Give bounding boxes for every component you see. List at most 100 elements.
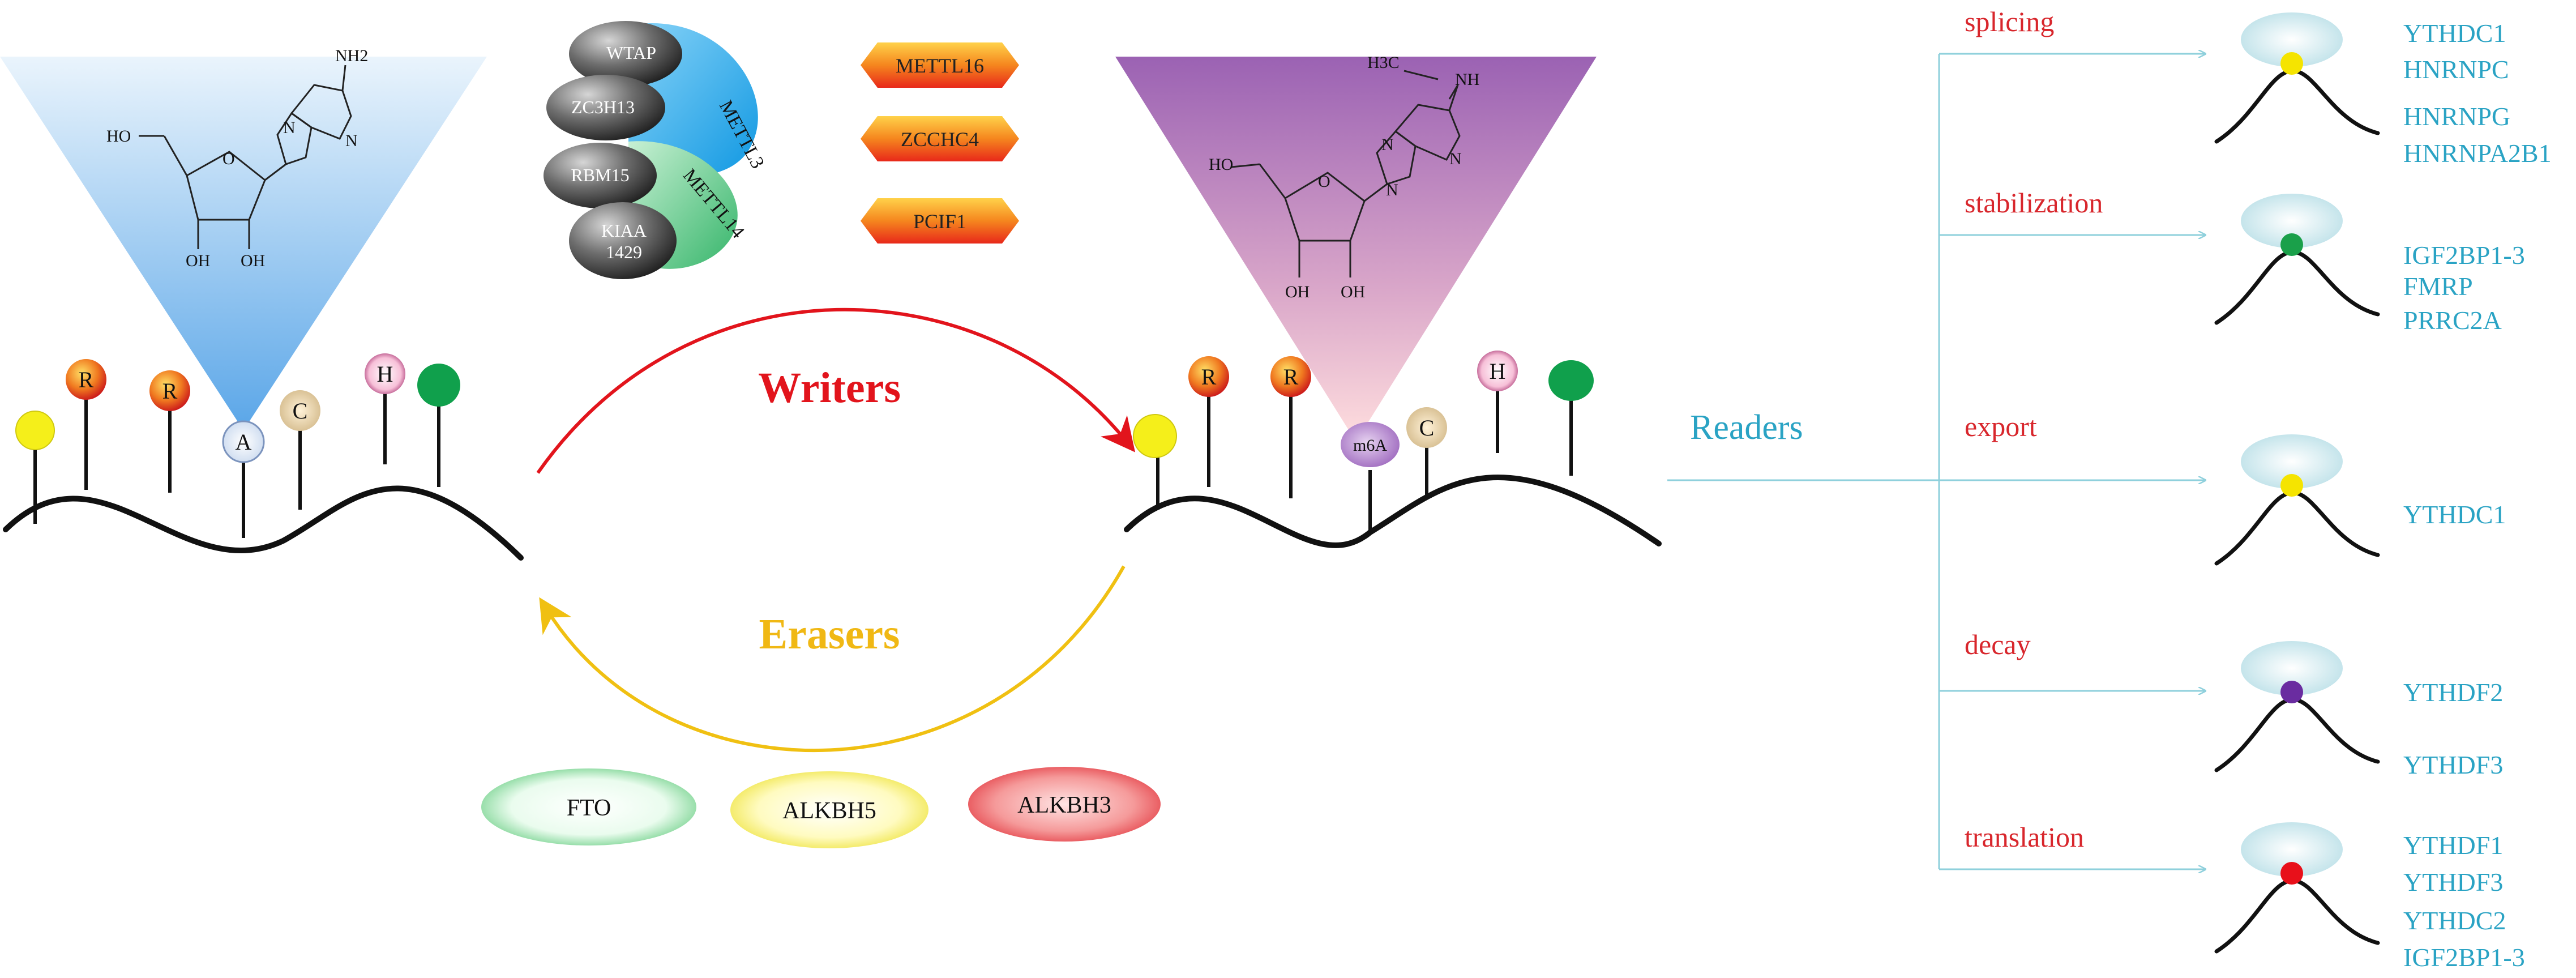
methyl-label: H3C xyxy=(1367,53,1400,72)
mark-label: R xyxy=(1283,364,1299,390)
reader-name: YTHDC2 xyxy=(2403,906,2506,935)
wtap-label: WTAP xyxy=(606,42,656,63)
reader-protein-icon xyxy=(2241,194,2343,248)
hydroxyl-label: HO xyxy=(106,127,131,146)
kiaa-label: KIAA xyxy=(601,220,647,241)
other-writers: METTL16 ZCCHC4 PCIF1 xyxy=(861,42,1019,244)
reader-name: HNRNPG xyxy=(2403,102,2510,131)
hydroxyl-label: OH xyxy=(186,251,210,270)
h-mark-icon xyxy=(365,353,405,394)
hydroxyl-label: HO xyxy=(1209,155,1233,174)
m6a-mark-icon xyxy=(1341,422,1400,467)
mark-label: R xyxy=(79,367,94,392)
alkbh5-label: ALKBH5 xyxy=(782,798,876,824)
hydroxyl-label: OH xyxy=(241,251,265,270)
mark-label: A xyxy=(236,429,252,455)
reader-name: YTHDC1 xyxy=(2403,19,2506,48)
readers-label: Readers xyxy=(1690,408,1803,447)
c-mark-icon xyxy=(280,390,320,431)
r-mark-icon xyxy=(1270,356,1311,397)
function-label: decay xyxy=(1965,629,2031,660)
reader-name: YTHDC1 xyxy=(2403,500,2506,529)
alkbh3-label: ALKBH3 xyxy=(1017,792,1111,818)
zc3h13-label: ZC3H13 xyxy=(571,97,635,117)
amine-label: NH2 xyxy=(335,46,368,65)
function-label: translation xyxy=(1965,821,2084,853)
pcif1-badge xyxy=(861,198,1019,244)
mettl16-label: METTL16 xyxy=(896,54,984,77)
rna-hairpin xyxy=(2214,878,2380,954)
oxygen-label: O xyxy=(1318,172,1330,191)
yellow-mark-icon xyxy=(15,411,55,450)
reader-name: YTHDF3 xyxy=(2403,868,2503,896)
hydroxyl-label: OH xyxy=(1341,283,1365,301)
reader-name: PRRC2A xyxy=(2403,306,2502,335)
nitrogen-label: N xyxy=(283,118,296,137)
adenosine-panel: NH2 HO OH OH N N O R R A C H xyxy=(0,46,524,561)
fto-label: FTO xyxy=(567,795,611,821)
oxygen-label: O xyxy=(222,150,235,168)
rna-hairpin xyxy=(2214,250,2380,325)
writers-label: Writers xyxy=(758,364,901,412)
wtap-protein xyxy=(569,21,682,87)
mark-label: m6A xyxy=(1353,436,1387,455)
eraser-list: FTO ALKBH5 ALKBH3 xyxy=(481,767,1161,848)
fto-badge xyxy=(481,768,696,845)
mark-label: R xyxy=(162,378,178,404)
rna-hairpin xyxy=(2214,69,2380,144)
mettl16-badge xyxy=(861,42,1019,88)
kiaa1429-protein xyxy=(569,202,677,279)
reader-protein-icon xyxy=(2241,12,2343,67)
m6a-site-icon xyxy=(2280,52,2303,75)
zcchc4-badge xyxy=(861,116,1019,161)
mark-label: C xyxy=(1419,415,1435,441)
nitrogen-label: N xyxy=(1381,135,1394,154)
h-mark-icon xyxy=(1477,351,1518,391)
yellow-mark-icon xyxy=(1133,414,1177,458)
reader-protein-icon xyxy=(2241,641,2343,695)
pcif1-label: PCIF1 xyxy=(913,210,966,233)
reader-name: IGF2BP1-3 xyxy=(2403,241,2525,270)
erasers-label: Erasers xyxy=(759,610,900,658)
rna-hairpin xyxy=(2214,697,2380,772)
r-mark-icon xyxy=(1188,356,1229,397)
function-label: splicing xyxy=(1965,6,2054,37)
m6a-site-icon xyxy=(2280,862,2303,885)
writers-arrow xyxy=(536,308,1136,474)
nitrogen-label: N xyxy=(1386,181,1398,199)
reader-protein-icon xyxy=(2241,822,2343,877)
erasers-arrow xyxy=(539,565,1126,752)
reader-name: YTHDF1 xyxy=(2403,831,2503,860)
function-label: export xyxy=(1965,411,2037,442)
rna-strand xyxy=(1124,475,1662,548)
reader-name: YTHDF2 xyxy=(2403,678,2503,707)
green-mark-icon xyxy=(1548,360,1594,401)
alkbh3-badge xyxy=(968,767,1161,842)
nitrogen-label: N xyxy=(345,131,358,150)
m6a-structure xyxy=(1231,70,1461,277)
hydroxyl-label: OH xyxy=(1285,283,1310,301)
adenosine-triangle xyxy=(0,57,487,430)
function-label: stabilization xyxy=(1965,187,2103,219)
rna-hairpin xyxy=(2214,490,2380,566)
mark-label: H xyxy=(1490,358,1506,384)
alkbh5-badge xyxy=(730,771,928,848)
adenosine-structure xyxy=(139,65,352,249)
rbm15-protein xyxy=(544,143,657,208)
amine-label: NH xyxy=(1455,70,1479,89)
reader-name: HNRNPC xyxy=(2403,55,2509,84)
zcchc4-label: ZCCHC4 xyxy=(901,128,979,151)
writer-complex: METTL3 METTL14 WTAP ZC3H13 RBM15 KIAA 14… xyxy=(544,21,768,279)
mark-label: R xyxy=(1201,364,1217,390)
c-mark-icon xyxy=(1406,407,1447,448)
m6a-site-icon xyxy=(2280,474,2303,497)
reader-name: IGF2BP1-3 xyxy=(2403,943,2525,972)
m6a-triangle xyxy=(1115,57,1597,442)
reader-name: YTHDF3 xyxy=(2403,750,2503,779)
